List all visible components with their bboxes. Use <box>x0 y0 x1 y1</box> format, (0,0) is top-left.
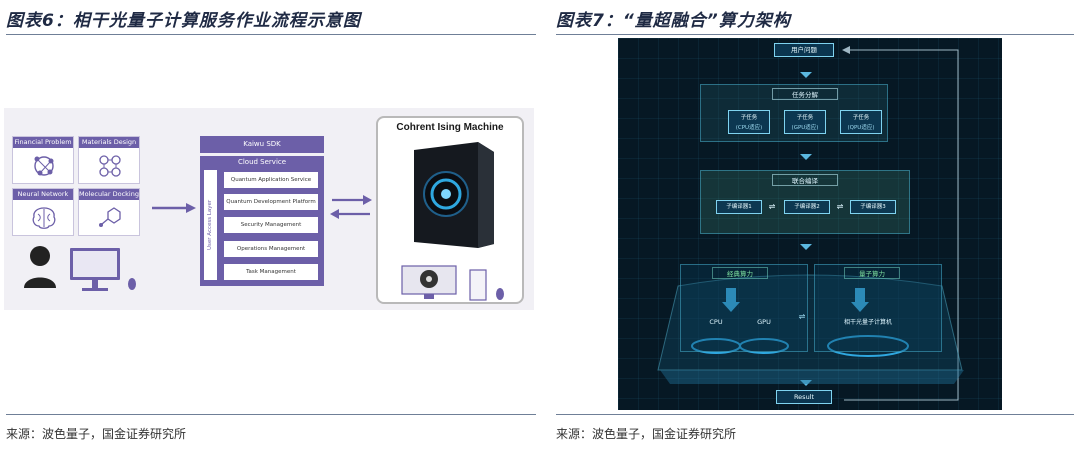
sub-compiler-3: 子编译器3 <box>850 200 896 214</box>
user-problem-node: 用户问题 <box>774 43 834 57</box>
workflow-diagram: Financial Problem Materials Design Neura… <box>4 108 534 310</box>
source-rule-left <box>6 414 536 415</box>
joint-compile-label: 联合编译 <box>772 174 838 186</box>
sub-compiler-2: 子编译器2 <box>784 200 830 214</box>
subtask-target: (GPU适应) <box>791 125 819 131</box>
subtask-gpu-node: 子任务 (GPU适应) <box>784 110 826 134</box>
user-access-layer-label: User Access Layer <box>207 199 213 251</box>
source-rule-right <box>556 414 1074 415</box>
swap-symbol-1: ⇌ <box>768 202 776 211</box>
brain-icon <box>32 207 56 229</box>
kaiwu-sdk-bar: Kaiwu SDK <box>200 136 324 153</box>
ising-machine-title: Cohrent Ising Machine <box>396 122 504 133</box>
architecture-connectors <box>657 46 964 401</box>
problem-card-materials: Materials Design <box>78 136 140 184</box>
grid-background <box>618 38 1002 410</box>
quantum-power-label: 量子算力 <box>844 267 900 279</box>
classical-power-label: 经典算力 <box>712 267 768 279</box>
subtask-qpu-node: 子任务 (QPU适应) <box>840 110 882 134</box>
subtask-target: (CPU适应) <box>735 125 763 131</box>
figure-7-title: 图表7：“量超融合”算力架构 <box>556 11 791 31</box>
source-right: 来源：波色量子，国金证券研究所 <box>556 427 737 441</box>
user-access-layer: User Access Layer <box>204 170 217 280</box>
molecule-icon <box>99 207 121 227</box>
title-rule-right <box>556 34 1074 35</box>
quantum-computer-label: 相干光量子计算机 <box>843 319 892 326</box>
problem-label: Molecular Docking <box>79 189 139 200</box>
problem-label: Financial Problem <box>13 137 73 148</box>
cloud-service-box: Cloud Service User Access Layer Quantum … <box>200 156 324 286</box>
subtask-name: 子任务 <box>740 115 758 121</box>
problem-card-financial: Financial Problem <box>12 136 74 184</box>
problem-card-docking: Molecular Docking <box>78 188 140 236</box>
quantum-workstation-icon <box>401 265 504 301</box>
problem-label: Neural Network <box>13 189 73 200</box>
service-task: Task Management <box>224 264 318 280</box>
service-quantum-development: Quantum Development Platform <box>224 194 318 210</box>
coherent-ising-machine-box: Cohrent Ising Machine <box>376 116 524 304</box>
lattice-icon <box>99 155 121 177</box>
subtask-name: 子任务 <box>796 115 814 121</box>
gpu-label: GPU <box>757 318 771 326</box>
arrow-right-icon <box>152 203 196 213</box>
subtask-name: 子任务 <box>852 115 870 121</box>
swap-symbol-2: ⇌ <box>836 202 844 211</box>
problem-card-neural: Neural Network <box>12 188 74 236</box>
task-decompose-label: 任务分解 <box>772 88 838 100</box>
subtask-target: (QPU适应) <box>847 125 875 131</box>
sub-compiler-1: 子编译器1 <box>716 200 762 214</box>
financial-network-icon <box>34 156 54 176</box>
cpu-label: CPU <box>709 318 723 326</box>
service-security: Security Management <box>224 217 318 233</box>
service-quantum-application: Quantum Application Service <box>224 172 318 188</box>
cloud-service-title: Cloud Service <box>237 158 287 166</box>
subtask-cpu-node: 子任务 (CPU适应) <box>728 110 770 134</box>
source-left: 来源：波色量子，国金证券研究所 <box>6 427 187 441</box>
problem-label: Materials Design <box>79 137 139 148</box>
swap-symbol-3: ⇌ <box>798 312 806 321</box>
title-rule-left <box>6 34 536 35</box>
user-workstation-icon <box>24 246 136 291</box>
result-node: Result <box>776 390 832 404</box>
computing-architecture-diagram: 用户问题 任务分解 子任务 (CPU适应) 子任务 (GPU适应) 子任务 (Q… <box>618 38 1002 410</box>
quantum-computer-cabinet-icon <box>414 142 494 248</box>
figure-6-title: 图表6：相干光量子计算服务作业流程示意图 <box>6 11 361 31</box>
service-operations: Operations Management <box>224 241 318 257</box>
bidirectional-arrows-icon <box>330 195 372 219</box>
